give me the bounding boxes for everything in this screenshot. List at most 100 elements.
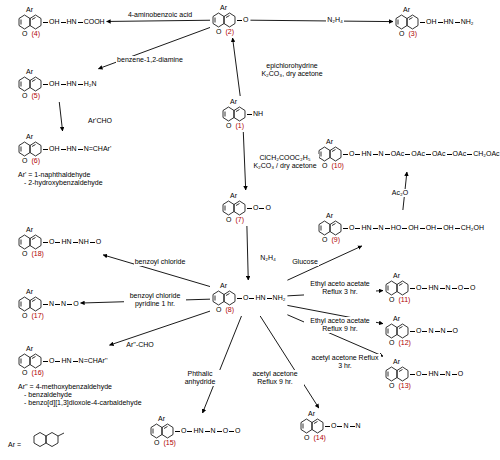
atom-label: HN	[61, 357, 71, 365]
atom-label: CH₂OH	[461, 224, 484, 232]
bond-line	[438, 22, 443, 23]
bond-line	[440, 374, 445, 375]
atom-label: O	[22, 157, 27, 165]
bond-line	[355, 228, 360, 229]
substituent-row: Ar	[18, 133, 111, 141]
atom-label: N	[428, 327, 433, 335]
atom-label: Ar	[26, 133, 33, 141]
reaction-arrow	[287, 315, 383, 356]
atom-label: O	[226, 122, 231, 130]
bond-line	[355, 154, 360, 155]
atom-label: Ar	[26, 288, 33, 296]
note-label: Ar'' = 4-methoxybenzaldehyde	[18, 383, 112, 391]
atom-label: O	[73, 300, 78, 308]
phthalazinone-ring	[212, 290, 236, 306]
atom-label: N	[379, 224, 384, 232]
atom-label: O	[22, 369, 27, 377]
phthalazinone-ring	[395, 14, 419, 30]
bond-line	[73, 242, 78, 243]
atom-label: N=CHAr''	[79, 357, 108, 365]
reaction-arrow	[250, 20, 393, 21]
substituent-row: Ar	[212, 4, 248, 12]
phthalazinone-ring	[18, 234, 42, 250]
atom-label: O	[181, 427, 186, 435]
bond-line	[422, 331, 427, 332]
reagent-label: benzene-1,2-diamine	[116, 56, 184, 64]
compound-number: (13)	[398, 382, 410, 390]
atom-label: HN	[444, 18, 454, 26]
bond-line	[455, 22, 460, 23]
substituent-row: Ar	[18, 345, 108, 353]
compound-number: (8)	[225, 306, 234, 314]
atom-label: O	[22, 30, 27, 38]
reaction-arrow	[287, 246, 361, 280]
bond-line	[43, 361, 48, 362]
reaction-arrow	[243, 132, 245, 190]
atom-label: O	[49, 357, 54, 365]
atom-label: O	[216, 28, 221, 36]
reagent-label: Ethyl aceto acetate Reflux 3 hr.	[304, 280, 376, 296]
phthalazinone-ring	[212, 12, 236, 28]
compound: ArOHHNCOOHO(4)	[18, 6, 105, 38]
bottom-row: O(4)	[18, 30, 105, 38]
atom-label: O	[96, 238, 101, 246]
compound: ArOHNNOO(13)	[385, 358, 463, 390]
atom-label: O	[470, 284, 475, 292]
bond-line	[405, 154, 410, 155]
bond-line	[55, 242, 60, 243]
note-label: - 2-hydroxybenzaldehyde	[24, 179, 103, 187]
atom-label: O	[226, 216, 231, 224]
bond-line	[420, 228, 425, 229]
atom-label: OH	[426, 224, 437, 232]
atom-label: O	[416, 284, 421, 292]
compound-number: (1)	[235, 122, 244, 130]
bond-line	[175, 431, 180, 432]
compound: ArNHO(1)	[222, 98, 263, 130]
atom-label: N	[61, 300, 66, 308]
atom-label: N	[446, 284, 451, 292]
atom-label: O	[331, 422, 336, 430]
atom-label: HN	[67, 80, 77, 88]
compound: ArOOO(7)	[222, 192, 271, 224]
phthalazinone-ring	[385, 323, 409, 339]
reagent-label: benzoyl chloride pyridine 1 hr.	[124, 292, 186, 308]
bond-line	[78, 22, 83, 23]
atom-label: O	[389, 339, 394, 347]
bond-line	[410, 288, 415, 289]
bond-line	[337, 426, 342, 427]
bond-line	[43, 22, 48, 23]
atom-label: O	[416, 327, 421, 335]
reagent-label: Ethyl aceto acetate Reflux 9 hr.	[304, 317, 376, 333]
reaction-arrow	[103, 255, 210, 287]
compound-number: (15)	[163, 439, 175, 447]
bond-line	[237, 298, 242, 299]
substituent-row: Ar	[385, 315, 458, 323]
compound: ArOHNNH₂O(8)	[212, 282, 285, 314]
structure-row: OHNNH₂	[212, 290, 285, 306]
reaction-arrow	[98, 27, 210, 68]
bond-line	[249, 298, 254, 299]
phthalazinone-ring	[385, 280, 409, 296]
atom-label: Ar	[393, 358, 400, 366]
reagent-label: epichlorohydrine K₂CO₃, dry acetone	[254, 62, 331, 78]
compound: ArOHNNHOO(18)	[18, 226, 101, 258]
bond-line	[455, 228, 460, 229]
bond-line	[247, 208, 252, 209]
bond-line	[467, 154, 472, 155]
compound-number: (12)	[398, 339, 410, 347]
structure-row: OHNNOO	[385, 280, 476, 296]
substituent-row: Ar	[318, 138, 500, 146]
atom-label: OH	[408, 224, 419, 232]
atom-label: HN	[428, 284, 438, 292]
atom-label: O	[22, 312, 27, 320]
bond-line	[61, 22, 66, 23]
structure-row: OHNNHO	[18, 234, 101, 250]
structure-row: OHNNOO	[150, 423, 241, 439]
compound-number: (11)	[398, 296, 410, 304]
reaction-arrow	[59, 102, 62, 131]
structure-row: O	[212, 12, 248, 28]
atom-label: Ar	[26, 68, 33, 76]
bottom-row: O(11)	[385, 296, 476, 304]
atom-label: N	[379, 150, 384, 158]
phthalazinone-ring	[385, 366, 409, 382]
